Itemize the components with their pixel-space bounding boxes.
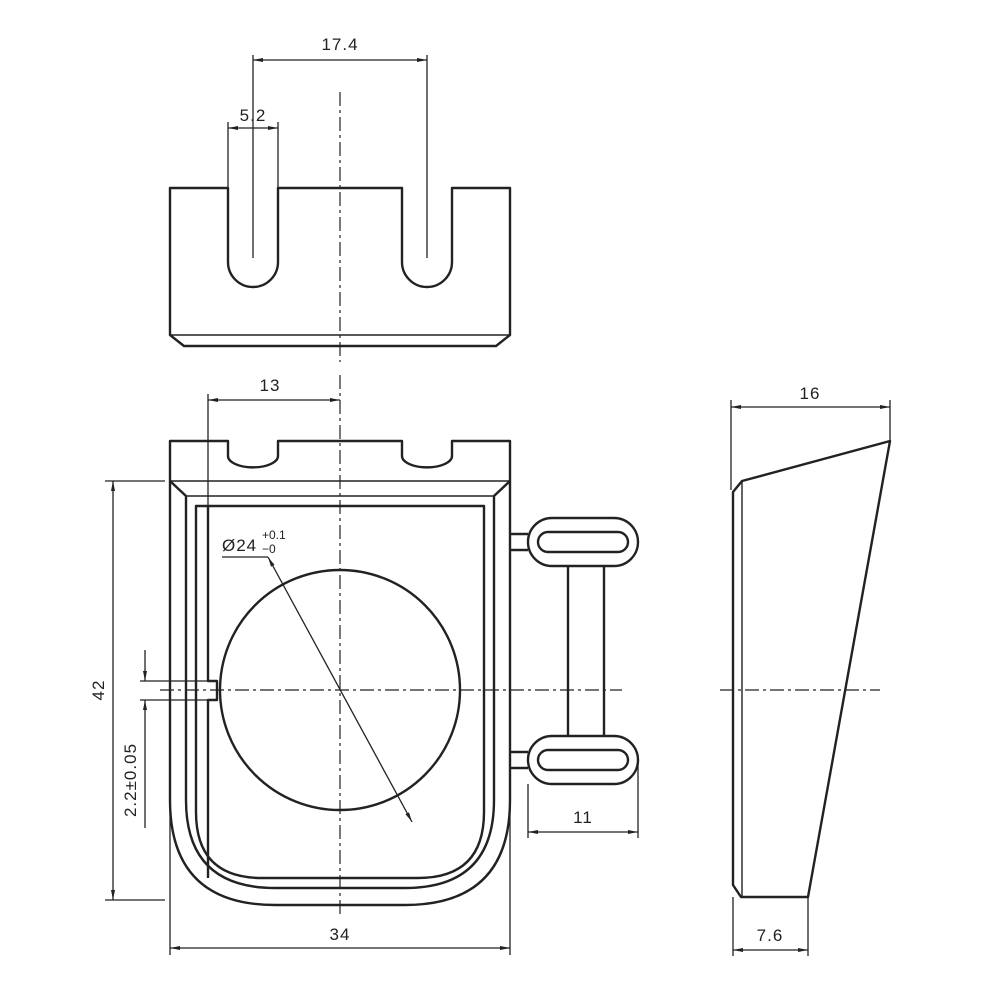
hole-tolerance-minus: −0 xyxy=(262,542,276,556)
strap-tab-top-outer xyxy=(526,516,640,568)
top-view: 17.4 5.2 xyxy=(168,35,512,362)
front-view-outline xyxy=(168,439,512,907)
strap-tab-bottom-slot xyxy=(536,748,630,772)
top-view-outline xyxy=(168,186,512,348)
strap-connector-top xyxy=(510,532,528,552)
front-view: Ø24 +0.1 −0 13 42 2.2±0.05 xyxy=(89,375,640,955)
strap-bar xyxy=(566,566,606,736)
dim-5-2-label: 5.2 xyxy=(240,106,267,125)
inner-pocket xyxy=(194,504,486,880)
strap-tab-bottom-outer xyxy=(526,734,640,786)
dim-17-4-label: 17.4 xyxy=(321,35,358,54)
dim-2-2-label: 2.2±0.05 xyxy=(121,743,140,817)
strap-tab-top-slot xyxy=(536,530,630,554)
dim-7-6-label: 7.6 xyxy=(757,926,784,945)
side-view-outline xyxy=(731,439,892,899)
dim-13-label: 13 xyxy=(260,376,281,395)
strap-connector-bottom xyxy=(510,750,528,770)
dim-42-label: 42 xyxy=(89,680,108,701)
hole-diameter-label: Ø24 xyxy=(222,536,257,555)
dim-16-label: 16 xyxy=(800,384,821,403)
strap xyxy=(510,516,640,786)
left-notch xyxy=(206,506,219,878)
side-view: 16 7.6 xyxy=(720,384,892,956)
dim-34-label: 34 xyxy=(330,925,351,944)
hole-tolerance-plus: +0.1 xyxy=(262,528,286,542)
dim-11-label: 11 xyxy=(573,808,593,827)
